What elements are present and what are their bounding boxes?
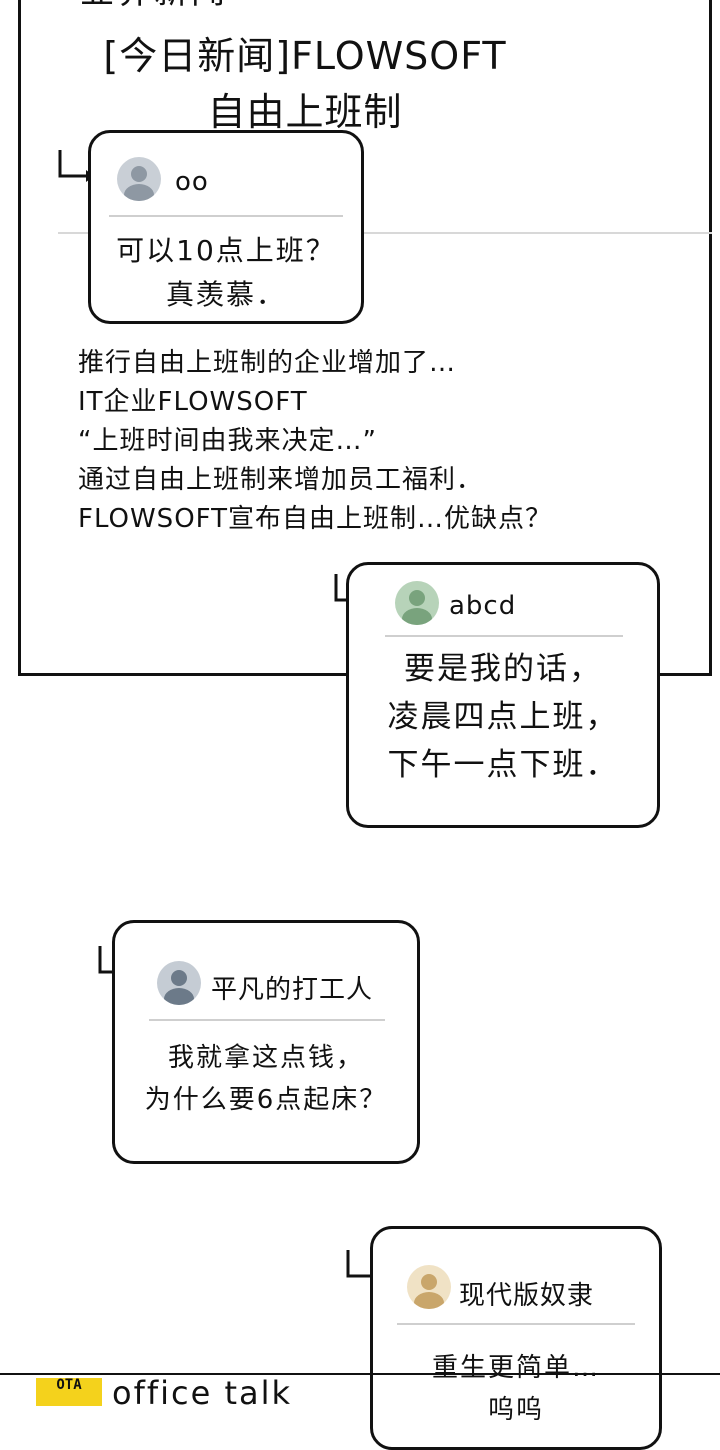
comment-text: 我就拿这点钱， 为什么要6点起床？: [115, 1037, 417, 1121]
comment-line: 我就拿这点钱，: [167, 1043, 364, 1073]
user-avatar-icon: [157, 961, 201, 1005]
article-line: FLOWSOFT宣布自由上班制…优缺点？: [78, 504, 553, 534]
news-article: 推行自由上班制的企业增加了… IT企业FLOWSOFT “上班时间由我来决定…”…: [78, 344, 552, 539]
user-avatar-icon: [395, 581, 439, 625]
divider: [58, 232, 712, 234]
comment-line: 重生更简单…: [431, 1353, 600, 1383]
comment-line: 真羡慕．: [165, 278, 286, 311]
comment-line: 呜呜: [487, 1395, 544, 1425]
comment-line: 下午一点下班．: [387, 747, 619, 783]
comment-username: 现代版奴隶: [459, 1281, 595, 1311]
logo-text: office talk: [112, 1374, 293, 1412]
comment-username: 平凡的打工人: [211, 975, 374, 1005]
comment-separator: [397, 1323, 635, 1325]
comment-card[interactable]: abcd 要是我的话， 凌晨四点上班， 下午一点下班．: [346, 562, 660, 828]
footer-rule: [0, 1373, 720, 1375]
headline-line-2: 自由上班制: [207, 90, 403, 134]
comment-text: 可以10点上班？ 真羡慕．: [91, 229, 361, 317]
comment-card[interactable]: 平凡的打工人 我就拿这点钱， 为什么要6点起床？: [112, 920, 420, 1164]
comment-separator: [149, 1019, 385, 1021]
article-line: 通过自由上班制来增加员工福利．: [78, 465, 484, 495]
headline-line-1: [今日新闻]FLOWSOFT: [103, 34, 507, 78]
news-headline: [今日新闻]FLOWSOFT 自由上班制: [70, 28, 540, 140]
comment-card[interactable]: oo 可以10点上班？ 真羡慕．: [88, 130, 364, 324]
news-section-heading: 业界新闻: [80, 0, 228, 13]
comment-text: 重生更简单… 呜呜: [373, 1347, 659, 1431]
comment-separator: [385, 635, 623, 637]
logo-badge: OTA: [36, 1378, 102, 1406]
user-avatar-icon: [407, 1265, 451, 1309]
comment-line: 凌晨四点上班，: [387, 699, 619, 735]
article-line: IT企业FLOWSOFT: [78, 387, 308, 417]
comment-text: 要是我的话， 凌晨四点上班， 下午一点下班．: [349, 645, 657, 789]
comment-line: 要是我的话，: [404, 651, 602, 687]
article-line: “上班时间由我来决定…”: [78, 426, 377, 456]
comment-line: 为什么要6点起床？: [144, 1085, 388, 1115]
comment-separator: [109, 215, 343, 217]
comment-card[interactable]: 现代版奴隶 重生更简单… 呜呜: [370, 1226, 662, 1450]
user-avatar-icon: [117, 157, 161, 201]
comment-username: abcd: [449, 591, 517, 621]
comment-line: 可以10点上班？: [116, 234, 336, 267]
comment-username: oo: [175, 167, 209, 197]
article-line: 推行自由上班制的企业增加了…: [78, 348, 457, 378]
